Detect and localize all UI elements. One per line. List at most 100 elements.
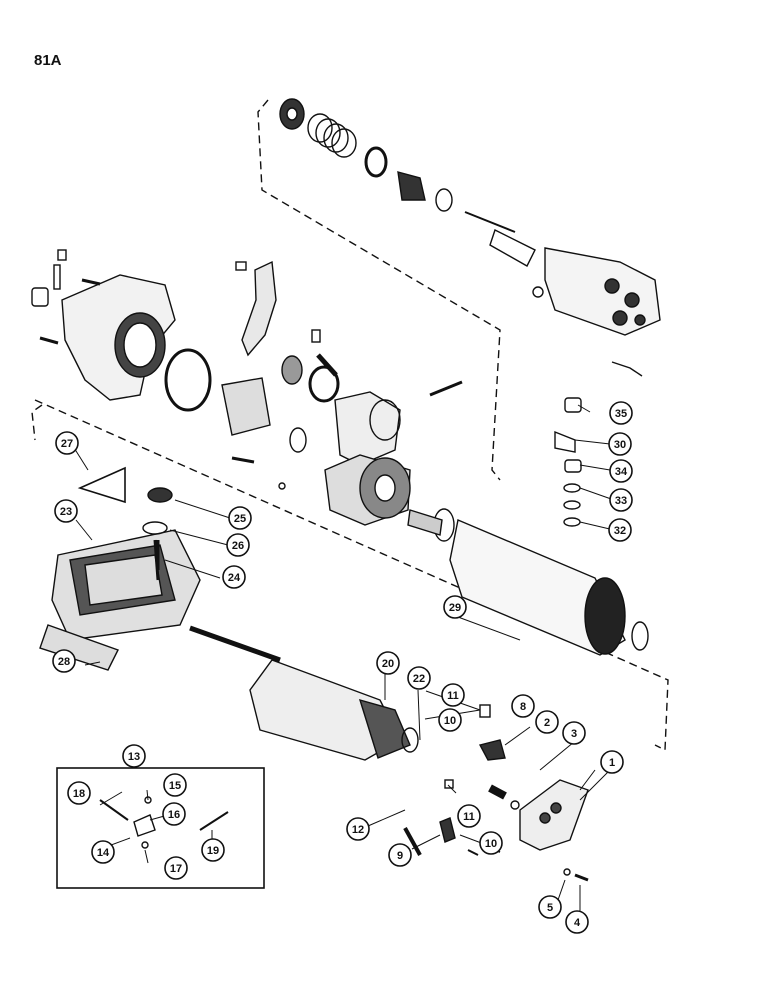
callout-circle [438, 708, 462, 732]
callout-label: 10 [444, 715, 456, 727]
callout-circle [565, 910, 589, 934]
field-coil-assembly [39, 529, 201, 671]
callout-label: 28 [58, 656, 70, 668]
washer-stack [554, 397, 582, 527]
callout-label: 25 [234, 513, 246, 525]
callout-label: 4 [574, 917, 581, 929]
callout-label: 16 [168, 809, 180, 821]
callout-label: 24 [228, 572, 241, 584]
callout-circle [608, 518, 632, 542]
inset-box [56, 767, 265, 889]
callout-circle [511, 694, 535, 718]
callout-label: 14 [97, 847, 110, 859]
callout-circle [441, 683, 465, 707]
callout-label: 30 [614, 439, 626, 451]
drive-pinion [221, 329, 340, 490]
callout-circle [609, 488, 633, 512]
callout-label: 26 [232, 540, 244, 552]
frame-group-outline [31, 399, 669, 752]
callout-circle [443, 595, 467, 619]
callout-35: 35 [609, 401, 633, 425]
callout-circle [407, 666, 431, 690]
callout-circle [228, 506, 252, 530]
callout-32: 32 [608, 518, 632, 542]
callout-circle [609, 459, 633, 483]
callout-label: 15 [169, 780, 181, 792]
callout-circle [52, 649, 76, 673]
field-frame-tube [407, 508, 649, 656]
callout-label: 35 [615, 408, 627, 420]
callout-27: 27 [55, 431, 79, 455]
callout-label: 34 [615, 466, 628, 478]
callout-label: 8 [520, 701, 526, 713]
callout-20: 20 [376, 651, 400, 675]
callout-label: 11 [447, 690, 459, 702]
callout-24: 24 [222, 565, 246, 589]
triangle-symbol [77, 466, 126, 504]
plunger-spring-parts [279, 98, 536, 267]
callout-1: 1 [600, 750, 624, 774]
callout-34: 34 [609, 459, 633, 483]
callout-circle [562, 721, 586, 745]
callout-label: 18 [73, 788, 85, 800]
callout-circle [122, 744, 146, 768]
callout-circle [538, 895, 562, 919]
callout-circle [457, 804, 481, 828]
callout-circle [55, 431, 79, 455]
callout-label: 10 [485, 838, 497, 850]
callout-circle [67, 781, 91, 805]
callout-circle [226, 533, 250, 557]
callout-circle [54, 499, 78, 523]
callout-23: 23 [54, 499, 78, 523]
callout-label: 27 [61, 438, 73, 450]
callout-circle [164, 856, 188, 880]
callout-2: 2 [535, 710, 559, 734]
callout-circle [222, 565, 246, 589]
callout-label: 13 [128, 751, 140, 763]
callout-28: 28 [52, 649, 76, 673]
callout-8: 8 [511, 694, 535, 718]
callout-label: 2 [544, 717, 550, 729]
callout-9: 9 [388, 843, 412, 867]
callout-layer: 1234589101011111213141516171819202223242… [52, 401, 633, 934]
callout-5: 5 [538, 895, 562, 919]
callout-19: 19 [201, 838, 225, 862]
callout-13: 13 [122, 744, 146, 768]
callout-16: 16 [162, 802, 186, 826]
callout-label: 29 [449, 602, 461, 614]
callout-label: 22 [413, 673, 425, 685]
callout-label: 9 [397, 850, 403, 862]
callout-circle [388, 843, 412, 867]
commutator-end-frame [324, 380, 463, 526]
inset-parts [99, 796, 229, 849]
shift-lever [235, 260, 277, 357]
callout-label: 20 [382, 658, 394, 670]
callout-circle [535, 710, 559, 734]
callout-14: 14 [91, 840, 115, 864]
callout-29: 29 [443, 595, 467, 619]
callout-label: 32 [614, 525, 626, 537]
callout-circle [600, 750, 624, 774]
solenoid-switch [532, 247, 661, 377]
callout-circle [479, 831, 503, 855]
callout-12: 12 [346, 817, 370, 841]
callout-label: 1 [609, 757, 615, 769]
page-number: 81A [34, 52, 62, 69]
callout-circle [609, 401, 633, 425]
callout-circle [608, 432, 632, 456]
brush-holder [142, 487, 173, 570]
callout-circle [346, 817, 370, 841]
callout-11b: 11 [457, 804, 481, 828]
callout-circle [91, 840, 115, 864]
drive-housing [31, 249, 212, 412]
end-plate [488, 779, 589, 882]
callout-22: 22 [407, 666, 431, 690]
callout-label: 23 [60, 506, 72, 518]
callout-33: 33 [609, 488, 633, 512]
callout-circle [162, 802, 186, 826]
callout-26: 26 [226, 533, 250, 557]
callout-label: 12 [352, 824, 364, 836]
callout-30: 30 [608, 432, 632, 456]
callout-label: 3 [571, 728, 577, 740]
